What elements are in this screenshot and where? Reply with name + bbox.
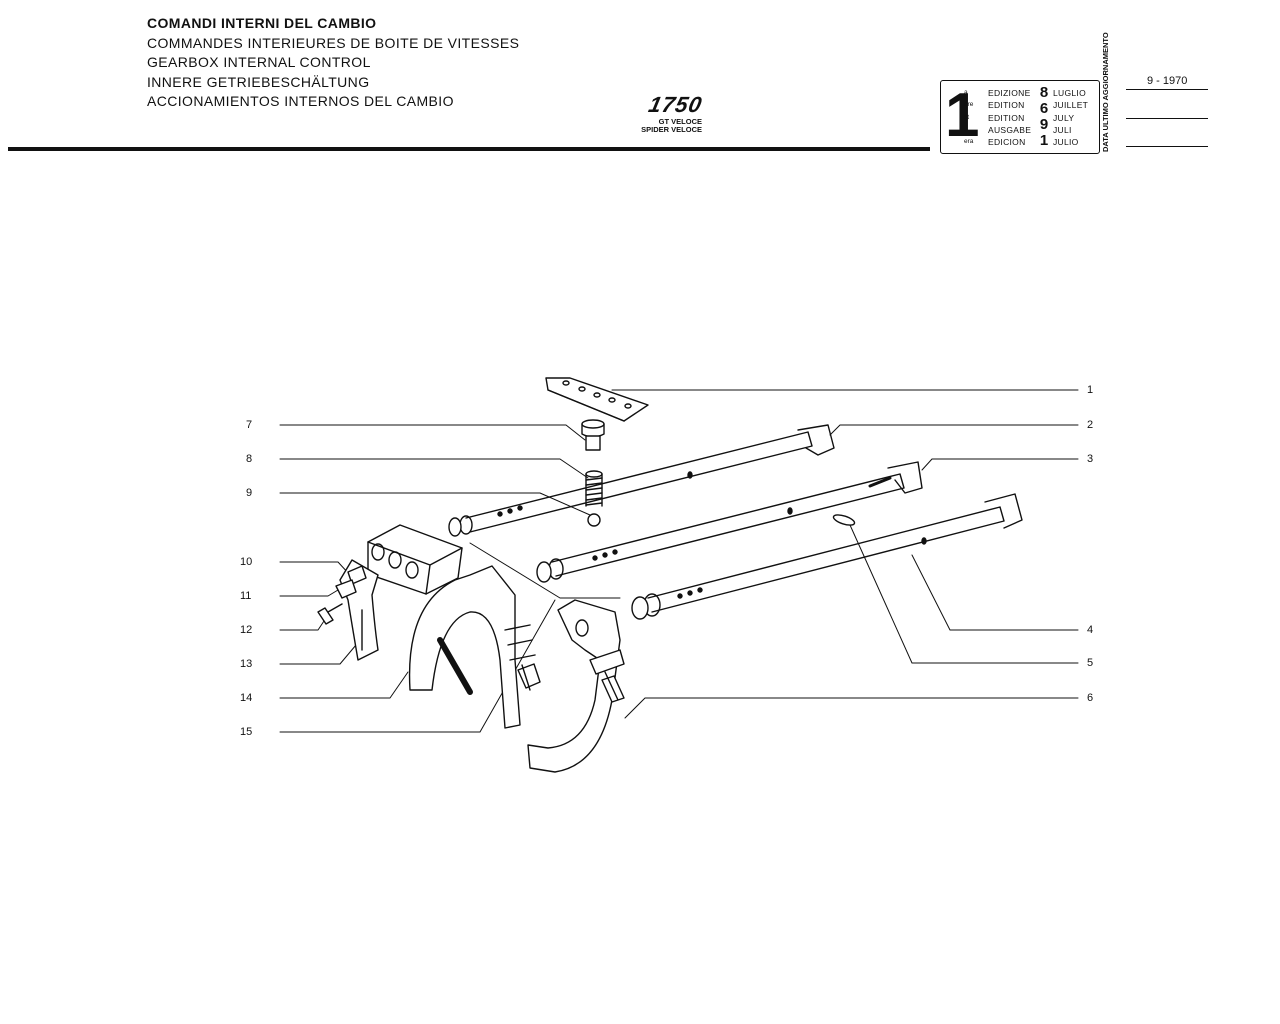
suffix: st — [964, 113, 970, 121]
title-spanish: ACCIONAMIENTOS INTERNOS DEL CAMBIO — [147, 93, 454, 109]
header-rule — [8, 147, 930, 151]
part-7-pin — [581, 419, 605, 451]
suffix: . — [964, 125, 966, 133]
edition-label: EDITION — [988, 112, 1025, 123]
part-1-plate — [545, 377, 649, 422]
callout-12: 12 — [240, 624, 253, 636]
part-11-tab — [335, 579, 357, 599]
part-4-rod — [631, 493, 1023, 620]
edition-labels: EDIZIONE EDITION EDITION AUSGABE EDICION — [988, 87, 1031, 148]
edition-label: EDICION — [988, 137, 1026, 148]
update-line — [1126, 146, 1208, 147]
edition-month: JUILLET — [1053, 100, 1089, 111]
header-titles: COMANDI INTERNI DEL CAMBIO COMMANDES INT… — [147, 14, 519, 112]
model-line-2: SPIDER VELOCE — [641, 125, 702, 134]
edition-month: LUGLIO — [1053, 88, 1086, 98]
suffix: era — [964, 138, 974, 146]
edition-number: 1 — [945, 81, 980, 150]
update-line — [1126, 118, 1208, 119]
edition-label: EDIZIONE — [988, 88, 1031, 98]
callout-10: 10 — [240, 556, 253, 568]
callout-6: 6 — [1087, 692, 1094, 704]
edition-months: LUGLIO JUILLET JULY JULI JULIO — [1053, 87, 1088, 148]
callout-7: 7 — [246, 419, 253, 431]
callout-3: 3 — [1087, 453, 1094, 465]
edition-label: AUSGABE — [988, 124, 1032, 135]
part-3-rod — [536, 461, 923, 583]
edition-box: 1 a ère st . era EDIZIONE EDITION EDITIO… — [940, 80, 1100, 154]
title-english: GEARBOX INTERNAL CONTROL — [147, 54, 371, 70]
part-8-spring — [585, 470, 603, 507]
edition-month: JULY — [1053, 112, 1075, 123]
suffix: ère — [964, 101, 974, 109]
edition-suffixes: a ère st . era — [964, 87, 973, 148]
callout-1: 1 — [1087, 384, 1094, 396]
year-digit: 6 — [1039, 100, 1049, 117]
part-14-fork — [408, 565, 541, 729]
update-date: 9 - 1970 — [1147, 75, 1188, 87]
part-5-key — [832, 514, 856, 526]
edition-month: JULI — [1053, 124, 1072, 135]
callout-5: 5 — [1087, 657, 1094, 669]
part-9-ball — [587, 513, 601, 527]
callout-2: 2 — [1087, 419, 1094, 431]
model-line-1: GT VELOCE — [658, 117, 702, 126]
callout-11: 11 — [240, 590, 252, 602]
edition-month: JULIO — [1053, 137, 1079, 148]
part-2-rod — [448, 424, 835, 537]
year-digit: 9 — [1039, 116, 1049, 133]
leader-lines-left — [279, 424, 621, 733]
suffix: a — [964, 89, 968, 96]
model-badge: 1750 GT VELOCE SPIDER VELOCE — [618, 92, 705, 134]
leader-lines-right — [611, 389, 1079, 719]
year-digit: 1 — [1039, 132, 1049, 149]
title-german: INNERE GETRIEBESCHÄLTUNG — [147, 73, 370, 90]
callout-8: 8 — [246, 453, 253, 465]
callout-9: 9 — [246, 487, 253, 499]
edition-label: EDITION — [988, 100, 1025, 111]
callout-4: 4 — [1087, 624, 1094, 636]
part-12-screw — [317, 603, 343, 625]
year-digit: 8 — [1039, 84, 1049, 101]
callout-15: 15 — [240, 726, 253, 738]
title-french: COMMANDES INTERIEURES DE BOITE DE VITESS… — [147, 34, 520, 51]
update-line — [1126, 89, 1208, 90]
edition-year: 8 6 9 1 — [1036, 85, 1052, 149]
part-6-fork — [527, 599, 625, 773]
callout-14: 14 — [240, 692, 253, 704]
title-italian: COMANDI INTERNI DEL CAMBIO — [147, 15, 377, 31]
callout-13: 13 — [240, 658, 253, 670]
